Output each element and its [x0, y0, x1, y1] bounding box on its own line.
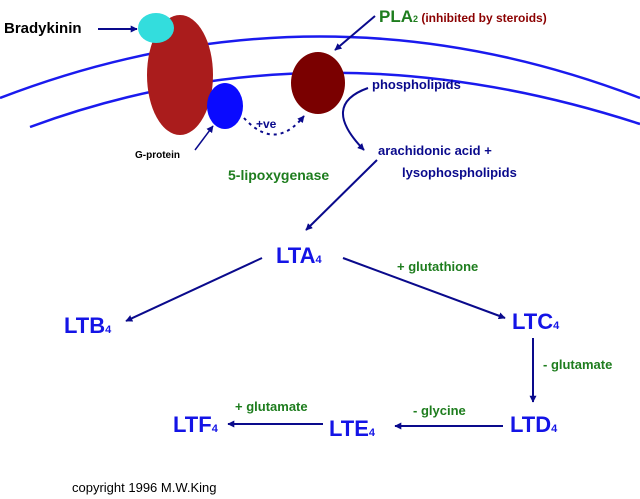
lta4-to-ltb4-arrow: [125, 257, 263, 322]
pla-subscript: 2: [413, 14, 418, 24]
lte4-label: LTE4: [329, 416, 376, 441]
copyright-notice: copyright 1996 M.W.King: [72, 480, 217, 495]
ltb4-label: LTB4: [64, 313, 112, 338]
ltd-subscript: 4: [551, 423, 558, 435]
ltc-subscript: 4: [553, 320, 560, 332]
lta-main: LTA: [276, 243, 316, 268]
minus-glutamate-label: - glutamate: [543, 357, 612, 372]
bradykinin-label: Bradykinin: [4, 20, 82, 37]
phospholipids-label: phospholipids: [372, 77, 461, 92]
lysophospholipids-label: lysophospholipids: [402, 165, 517, 180]
bradykinin-ligand: [138, 13, 174, 43]
ltb-main: LTB: [64, 313, 105, 338]
arachidonic-acid-label: arachidonic acid +: [378, 143, 492, 158]
activation-dotted-arrow: [243, 115, 305, 136]
pla-inhibition-note: (inhibited by steroids): [418, 11, 547, 25]
ltf-main: LTF: [173, 412, 212, 437]
lte-subscript: 4: [369, 427, 376, 439]
pla2-enzyme: [291, 52, 345, 114]
phospholipid-hydrolysis-arrow: [342, 87, 369, 151]
bradykinin-receptor: [147, 15, 213, 135]
pla2-label: PLA2 (inhibited by steroids): [379, 7, 547, 26]
minus-glycine-label: - glycine: [413, 403, 466, 418]
plus-glutamate-label: + glutamate: [235, 399, 308, 414]
pla2-arrow: [334, 15, 376, 51]
lta-subscript: 4: [316, 254, 323, 266]
5-lipoxygenase-label: 5-lipoxygenase: [228, 167, 329, 183]
lte-main: LTE: [329, 416, 369, 441]
ltd4-label: LTD4: [510, 412, 558, 437]
g-protein-shape: [207, 83, 243, 129]
lta4-to-ltc4-arrow: [342, 257, 506, 320]
plus-glutathione-label: + glutathione: [397, 259, 478, 274]
positive-effect-label: +ve: [256, 117, 277, 131]
ltf-subscript: 4: [212, 423, 219, 435]
pla-main: PLA: [379, 7, 413, 26]
g-protein-arrow: [194, 125, 214, 151]
g-protein-label: G-protein: [135, 150, 180, 161]
membrane-outer: [0, 35, 640, 100]
lipoxygenase-arrow: [305, 159, 378, 231]
lta4-label: LTA4: [276, 243, 323, 268]
ltb-subscript: 4: [105, 324, 112, 336]
ltd-main: LTD: [510, 412, 551, 437]
ltc-main: LTC: [512, 309, 553, 334]
ltc4-label: LTC4: [512, 309, 560, 334]
ltf4-label: LTF4: [173, 412, 219, 437]
